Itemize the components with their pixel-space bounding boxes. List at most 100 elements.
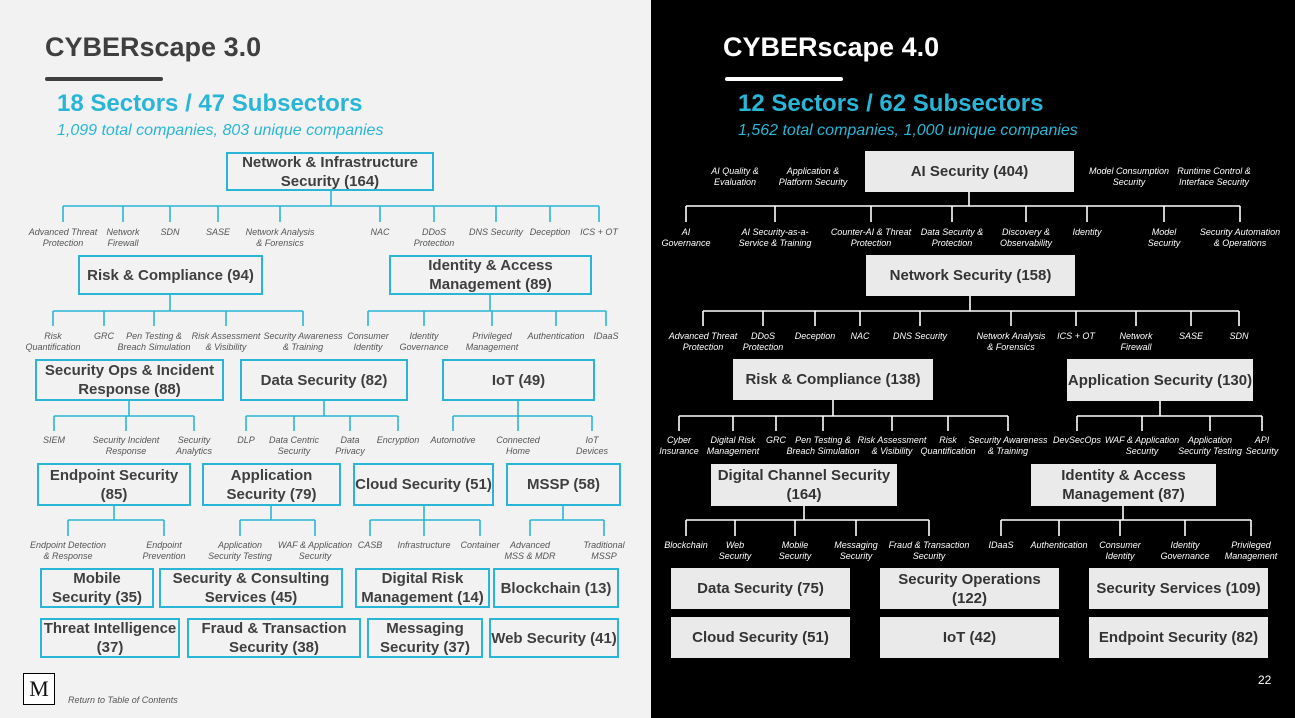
left-box-risk: Risk & Compliance (94): [78, 255, 263, 295]
right-box-ai: AI Security (404): [865, 151, 1074, 192]
right-box-iot: IoT (42): [880, 617, 1059, 658]
right-subsector-iam-0: IDaaS: [988, 540, 1014, 550]
left-box-risk-label: Risk & Compliance (94): [87, 266, 254, 284]
right-box-risk-label: Risk & Compliance (138): [745, 371, 921, 388]
left-subsector-iam-4: IDaaS: [593, 331, 619, 341]
left-box-fraud: Fraud & Transaction Security (38): [187, 618, 361, 658]
left-box-secops: Security Ops & Incident Response (88): [35, 359, 224, 401]
left-box-iot-label: IoT (49): [491, 371, 546, 389]
left-subsector-network-9: ICS + OT: [580, 227, 618, 237]
left-box-consulting: Security & Consulting Services (45): [159, 568, 343, 608]
right-box-services: Security Services (109): [1089, 568, 1268, 609]
left-box-mssp: MSSP (58): [506, 463, 621, 506]
right-subsector-risk-4: Risk Assessment& Visibility: [857, 435, 927, 456]
left-subsector-iot-0: Automotive: [430, 435, 476, 445]
right-subsector-ai-4: Discovery &Observability: [999, 227, 1053, 248]
left-subsector-cloud-1: Infrastructure: [397, 540, 451, 550]
right-box-datasec: Data Security (75): [671, 568, 850, 609]
left-box-web-label: Web Security (41): [491, 629, 617, 647]
left-box-consulting-label: Security & Consulting Services (45): [172, 570, 330, 606]
right-box-iam: Identity & Access Management (87): [1031, 464, 1216, 506]
right-headline: 12 Sectors / 62 Subsectors: [738, 90, 1044, 117]
right-subsector-ai_top-0: AI Quality &Evaluation: [711, 166, 759, 187]
left-box-blockchain: Blockchain (13): [493, 568, 619, 608]
left-subsector-endpoint-0: Endpoint Detection& Response: [29, 540, 107, 561]
left-subsector-risk-2: Pen Testing &Breach Simulation: [117, 331, 191, 352]
left-subsector-network-5: NAC: [370, 227, 390, 237]
left-subsector-network-2: SDN: [160, 227, 180, 237]
left-subsector-risk-4: Security Awareness& Training: [263, 331, 343, 352]
right-subsector-ai-5: Identity: [1072, 227, 1102, 237]
right-subsector-digital-0: Blockchain: [664, 540, 708, 550]
right-subsector-ai-7: Security Automation& Operations: [1199, 227, 1281, 248]
right-box-ai-label: AI Security (404): [910, 163, 1029, 180]
left-box-appsec-label: Application Security (79): [226, 466, 317, 503]
left-box-cloud-label: Cloud Security (51): [355, 476, 492, 493]
left-box-iam-label: Identity & Access Management (89): [428, 257, 553, 293]
left-subsector-network-4: Network Analysis& Forensics: [245, 227, 315, 248]
right-subsector-risk-3: Pen Testing &Breach Simulation: [786, 435, 860, 456]
left-box-fraud-label: Fraud & Transaction Security (38): [201, 620, 347, 656]
left-subsector-network-7: DNS Security: [468, 227, 524, 237]
right-box-secops-label: Security Operations (122): [898, 570, 1041, 607]
left-subsector-iam-3: Authentication: [527, 331, 585, 341]
right-box-secops: Security Operations (122): [880, 568, 1059, 609]
company-logo: M: [23, 673, 55, 705]
right-box-digital: Digital Channel Security (164): [711, 464, 897, 506]
left-subline: 1,099 total companies, 803 unique compan…: [57, 122, 384, 139]
left-box-mssp-label: MSSP (58): [526, 476, 601, 493]
right-subsector-risk-6: Security Awareness& Training: [968, 435, 1048, 456]
left-box-messaging-label: Messaging Security (37): [379, 620, 471, 656]
return-to-toc-link[interactable]: Return to Table of Contents: [68, 695, 178, 705]
right-title-underline: [725, 77, 843, 81]
left-subsector-network-8: Deception: [529, 227, 571, 237]
right-subsector-appsec-0: DevSecOps: [1052, 435, 1102, 445]
right-subsector-network-4: DNS Security: [892, 331, 948, 341]
left-box-blockchain-label: Blockchain (13): [500, 579, 612, 597]
left-box-datasec-label: Data Security (82): [260, 371, 388, 389]
right-box-endpoint: Endpoint Security (82): [1089, 617, 1268, 658]
left-box-web: Web Security (41): [489, 618, 619, 658]
right-box-cloud-label: Cloud Security (51): [692, 629, 829, 646]
right-subsector-iam-1: Authentication: [1030, 540, 1088, 550]
right-box-risk: Risk & Compliance (138): [733, 359, 933, 400]
right-box-iam-label: Identity & Access Management (87): [1061, 467, 1186, 503]
right-subsector-ai_top-3: Runtime Control &Interface Security: [1177, 166, 1251, 187]
left-subsector-cloud-2: Container: [460, 540, 500, 550]
left-box-network: Network & Infrastructure Security (164): [226, 152, 434, 191]
left-box-cloud: Cloud Security (51): [353, 463, 494, 506]
page-number: 22: [1258, 673, 1272, 687]
left-headline: 18 Sectors / 47 Subsectors: [57, 90, 363, 117]
right-box-network-label: Network Security (158): [889, 267, 1052, 284]
left-subsector-cloud-0: CASB: [357, 540, 383, 550]
right-box-iot-label: IoT (42): [942, 629, 997, 646]
left-box-threat-label: Threat Intelligence (37): [43, 620, 177, 656]
right-box-datasec-label: Data Security (75): [697, 580, 824, 597]
left-box-drm-label: Digital Risk Management (14): [361, 570, 484, 606]
left-box-iam: Identity & Access Management (89): [389, 255, 592, 295]
right-subsector-ai-3: Data Security &Protection: [920, 227, 984, 248]
left-box-mobile-label: Mobile Security (35): [51, 570, 143, 606]
right-box-appsec: Application Security (130): [1067, 359, 1253, 401]
left-subsector-risk-1: GRC: [94, 331, 114, 341]
left-box-endpoint-label: Endpoint Security (85): [49, 466, 179, 503]
